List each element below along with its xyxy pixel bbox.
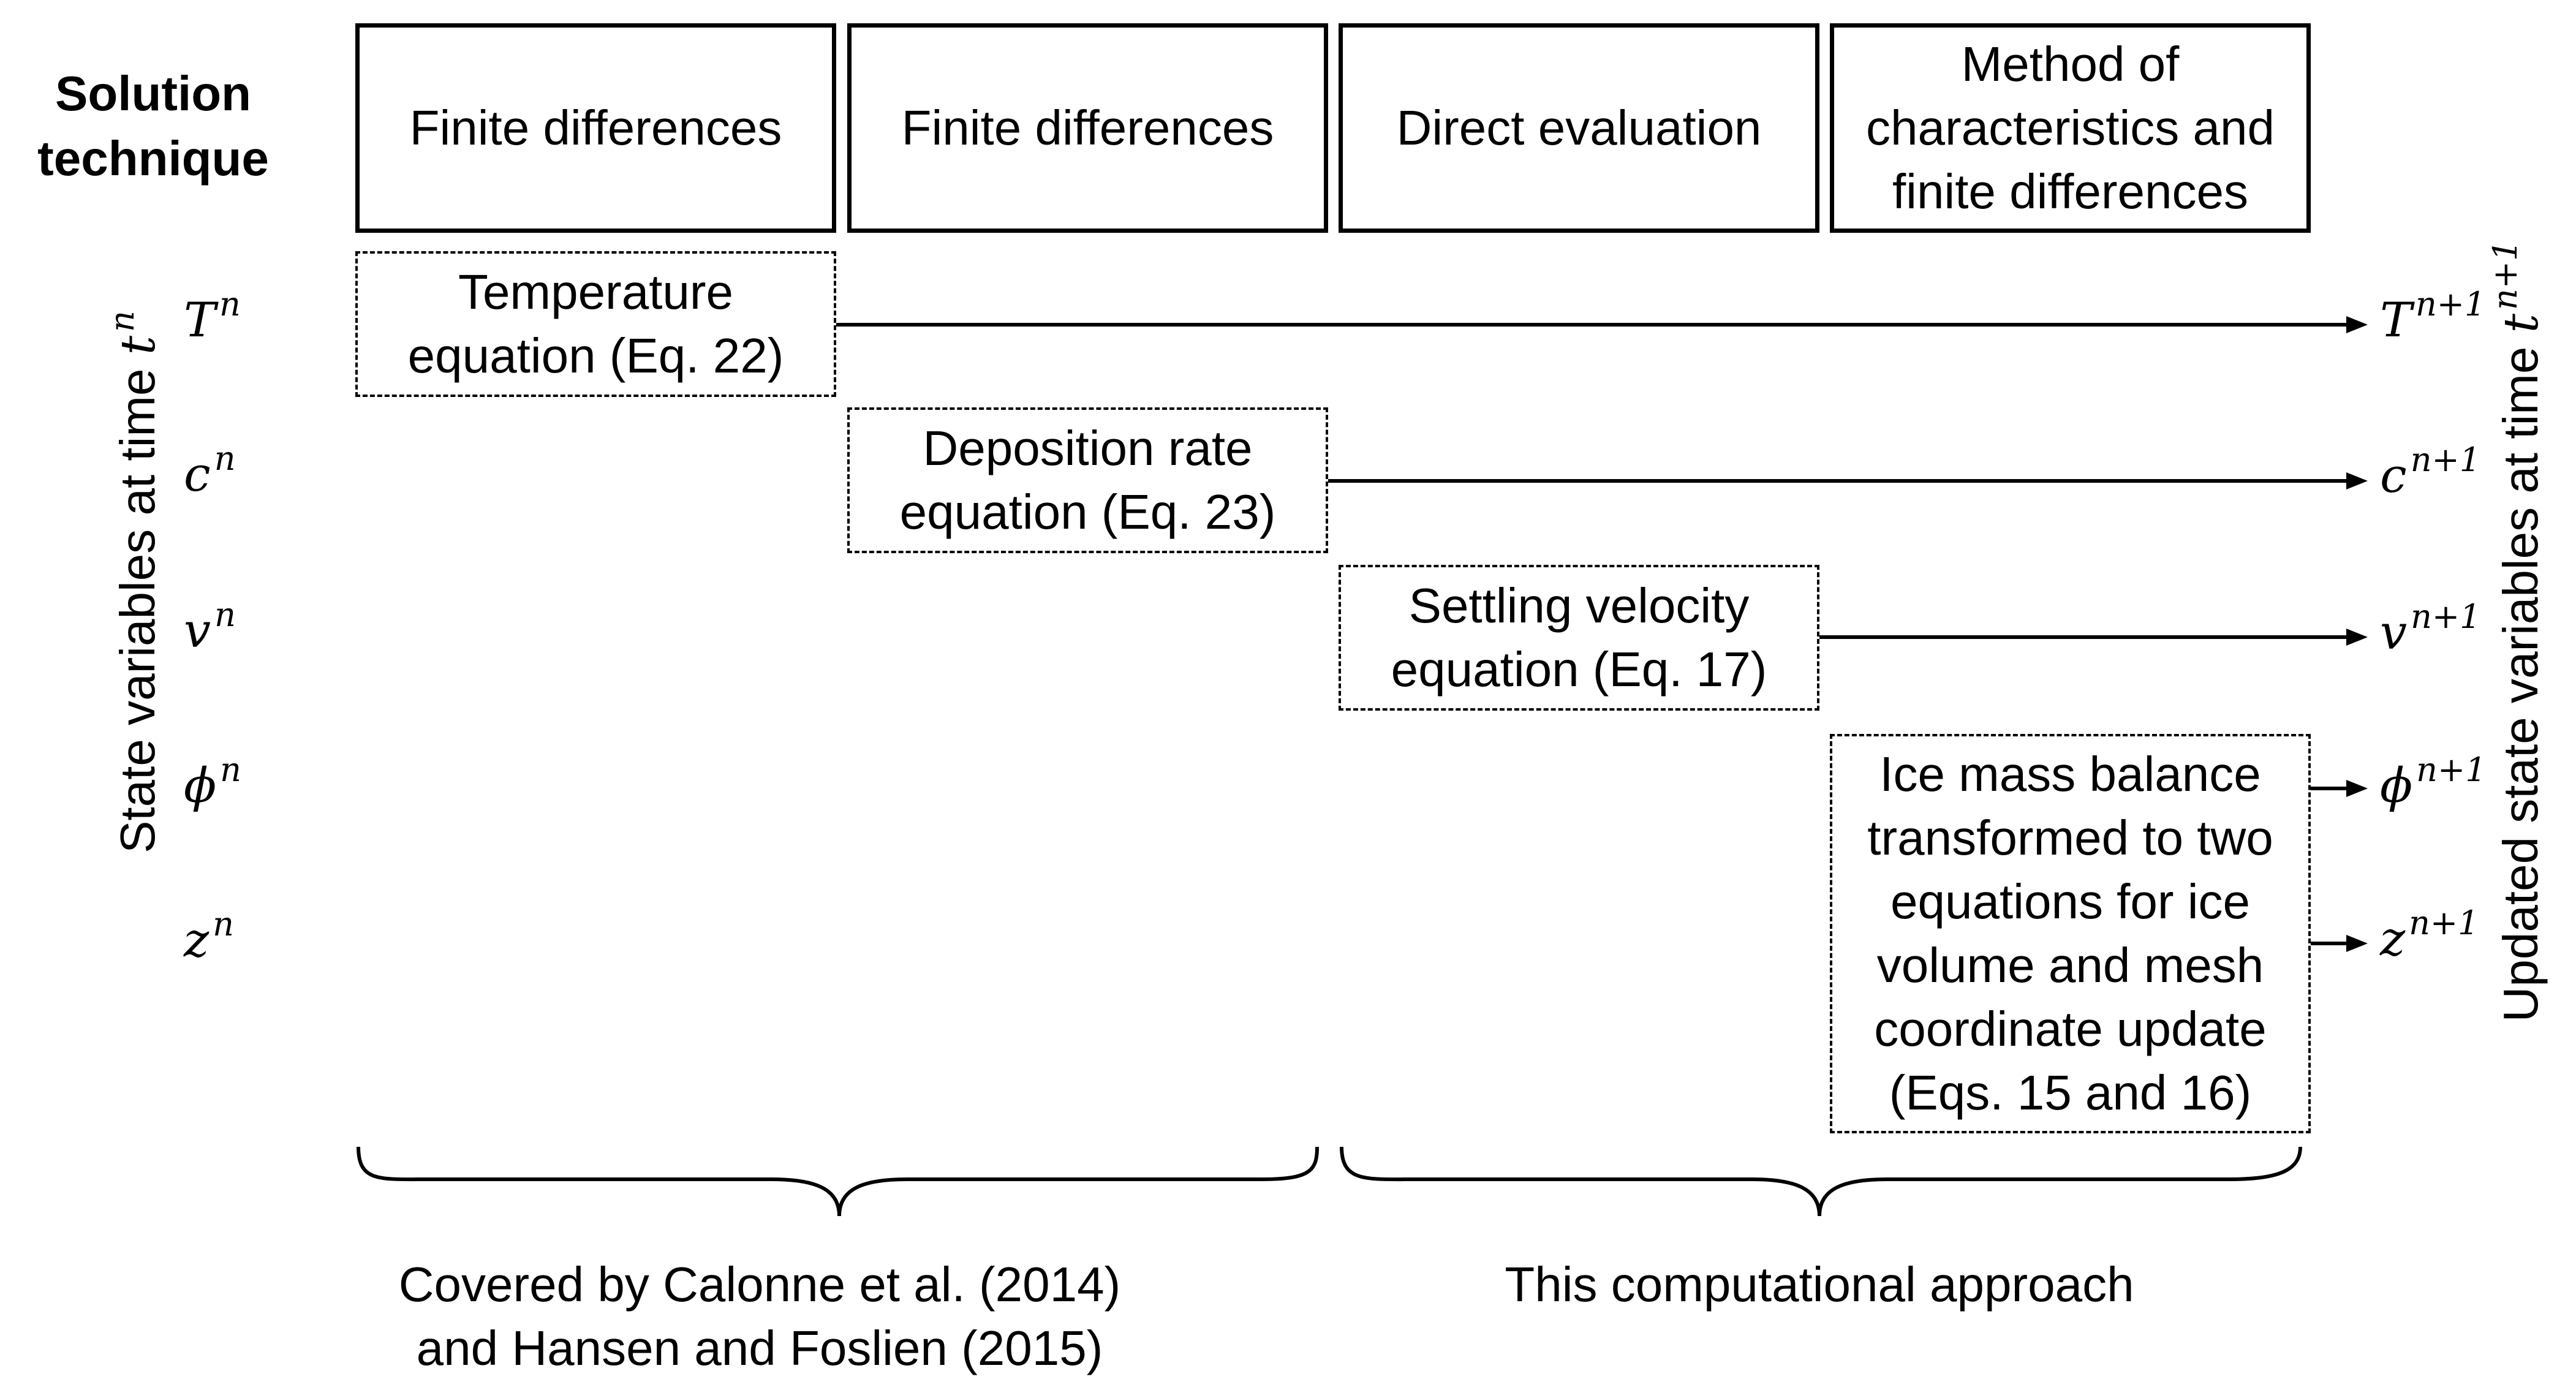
caption-prior-work: Covered by Calonne et al. (2014) and Han… [398, 1257, 1121, 1375]
technique-box-2: Finite differences [847, 23, 1328, 233]
arrowhead-T [2346, 316, 2368, 333]
settling-velocity-equation-box: Settling velocity equation (Eq. 17) [1339, 565, 1819, 711]
arrowhead-c [2346, 472, 2368, 489]
arrowhead-v [2346, 629, 2368, 646]
ice-mass-balance-equation-box: Ice mass balance transformed to two equa… [1830, 734, 2311, 1133]
deposition-rate-equation-box: Deposition rate equation (Eq. 23) [847, 407, 1328, 553]
solution-technique-label: Solution technique [37, 66, 269, 186]
arrowhead-phi [2346, 780, 2368, 797]
technique-box-4: Method of characteristics and finite dif… [1830, 23, 2311, 233]
temperature-equation-box: Temperature equation (Eq. 22) [355, 251, 836, 397]
caption-this-approach: This computational approach [1505, 1257, 2134, 1312]
right-axis-label: Updated state variables at time tn+1 [2486, 240, 2549, 1022]
technique-box-3: Direct evaluation [1339, 23, 1819, 233]
right-brace [1340, 1146, 2302, 1217]
technique-box-1: Finite differences [355, 23, 836, 233]
left-axis-label: State variables at time tn [103, 311, 166, 853]
left-brace [357, 1146, 1319, 1217]
arrowhead-z [2346, 935, 2368, 952]
